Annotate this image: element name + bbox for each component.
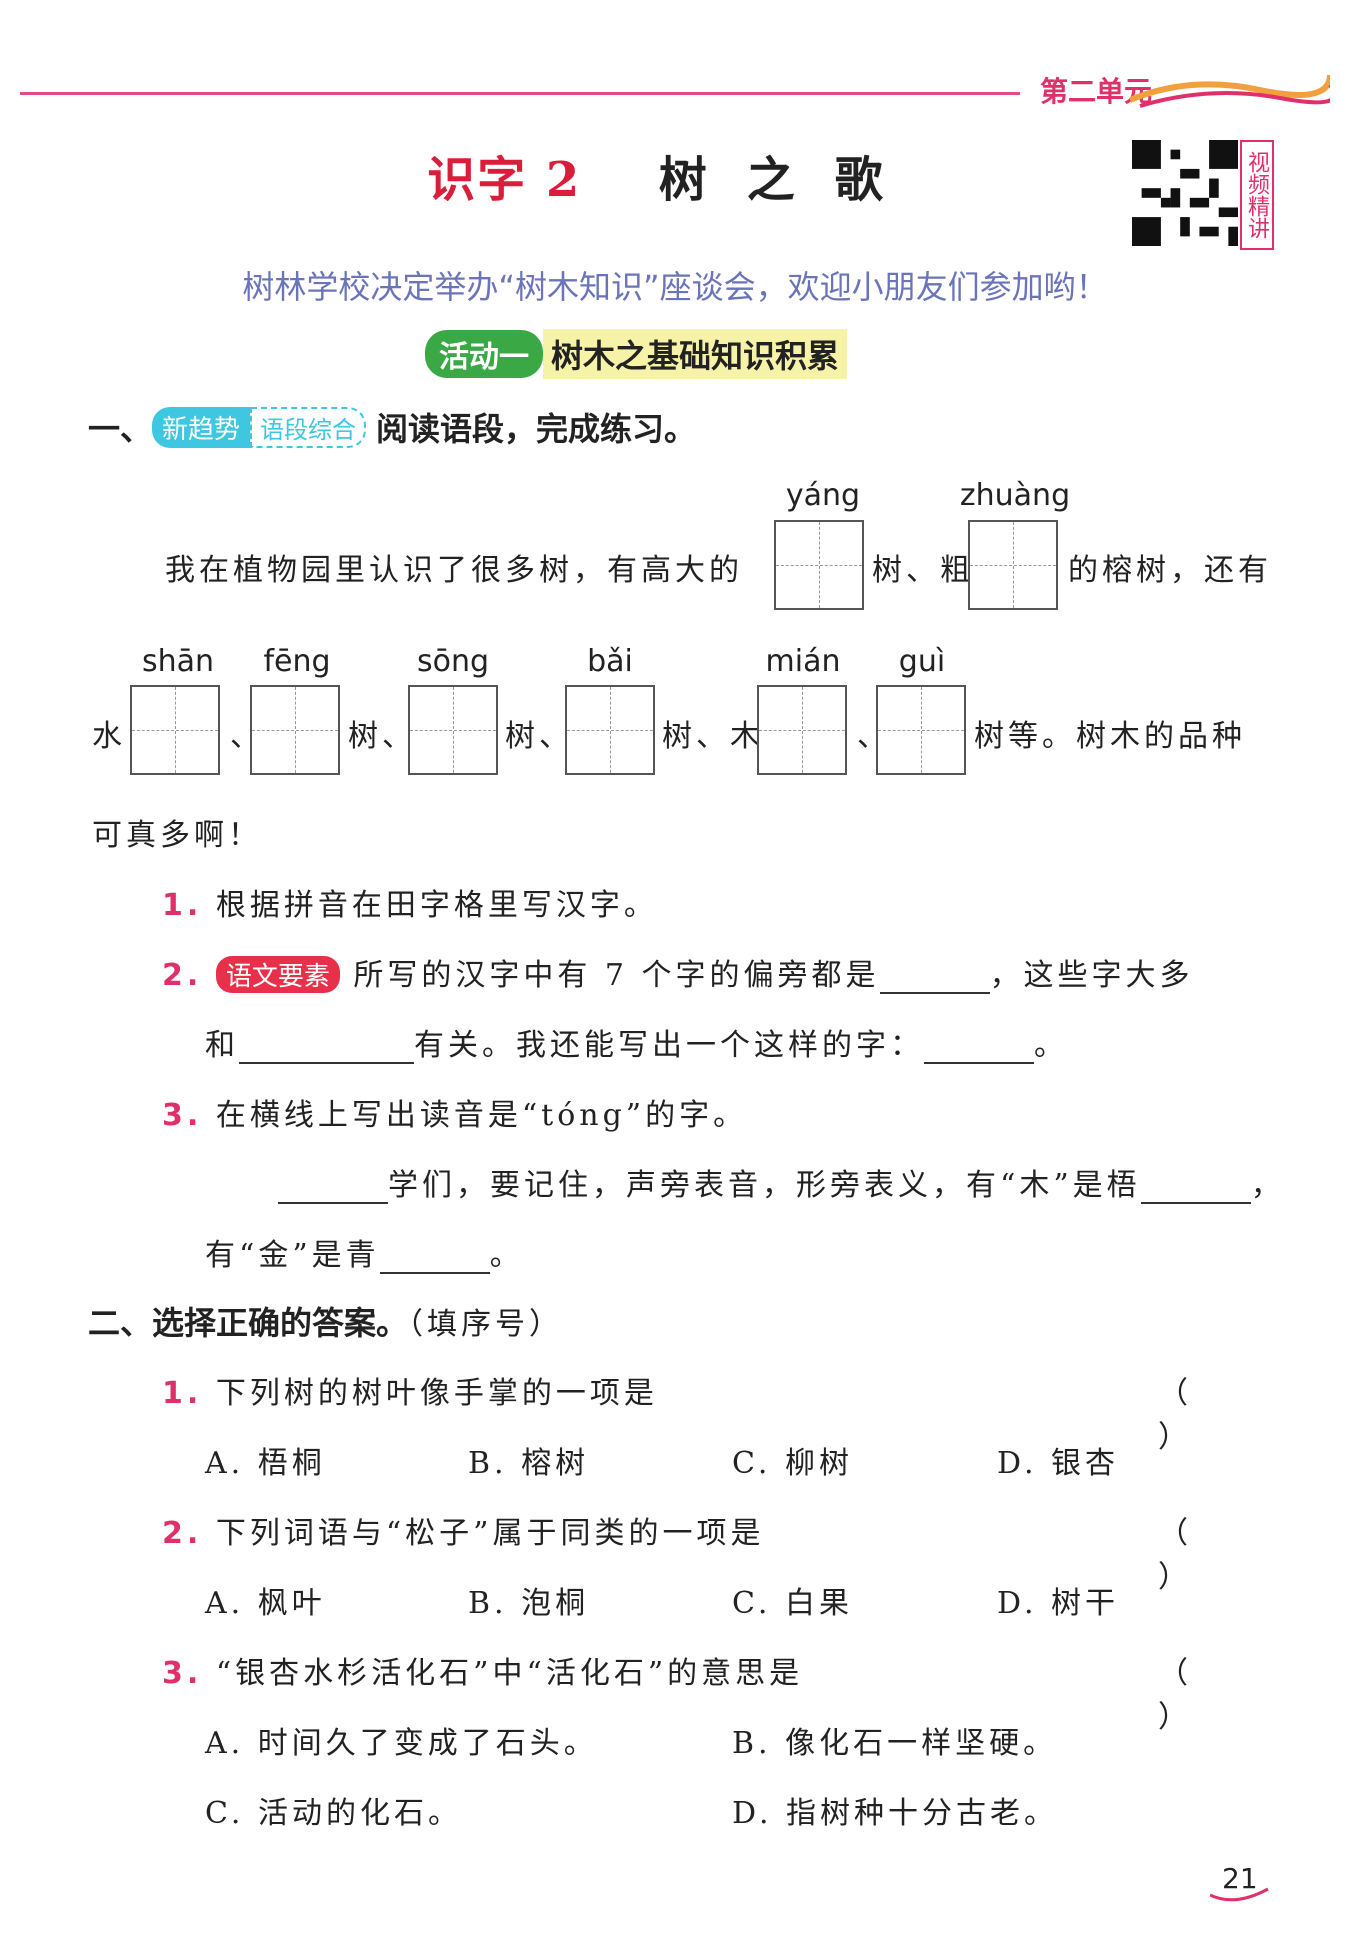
tian-box-bai[interactable]: [565, 685, 655, 775]
option-2-1-a: A. 梧桐: [205, 1446, 326, 1481]
intro-text: 树林学校决定举办“树木知识”座谈会，欢迎小朋友们参加哟！: [242, 268, 1108, 306]
question-2-1-text: 下列树的树叶像手掌的一项是: [215, 1376, 658, 1411]
pinyin-yang: yáng: [785, 478, 861, 513]
passage-line1-c: 的榕树，还有: [1068, 553, 1272, 588]
section-2-title: 二、选择正确的答案。: [88, 1304, 409, 1342]
page-number: 21: [1222, 1862, 1258, 1895]
section-2-heading: 二、选择正确的答案。（填序号）: [88, 1298, 563, 1344]
passage-line1-a: 我在植物园里认识了很多树，有高大的: [165, 553, 743, 588]
question-2-3: 3. “银杏水杉活化石”中“活化石”的意思是: [162, 1648, 803, 1692]
answer-blank-example[interactable]: [924, 1032, 1034, 1064]
option-2-1-b: B. 榕树: [468, 1446, 590, 1481]
question-2-1: 1. 下列树的树叶像手掌的一项是: [162, 1368, 658, 1412]
option-2-3-d: D. 指树种十分古老。: [732, 1796, 1059, 1831]
pinyin-feng: fēng: [263, 644, 331, 679]
question-1-2-text-a: 所写的汉字中有 7 个字的偏旁都是: [353, 958, 880, 993]
header-line: [20, 92, 1020, 95]
question-1-2-text-e: 。: [1034, 1028, 1068, 1063]
question-1-2: 2. 语文要素 所写的汉字中有 7 个字的偏旁都是 ，这些字大多: [162, 950, 1194, 994]
question-1-3-line3: 有“金”是青 。: [205, 1230, 524, 1274]
tian-box-yang[interactable]: [774, 520, 864, 610]
question-2-1-num: 1.: [162, 1376, 203, 1411]
passage-line2-e: 树、木: [662, 719, 764, 754]
question-1-2-num: 2.: [162, 958, 203, 993]
question-2-3-text: “银杏水杉活化石”中“活化石”的意思是: [215, 1656, 804, 1691]
answer-blank-radical[interactable]: [879, 962, 990, 994]
answer-paren-2-1[interactable]: （ ）: [1158, 1376, 1248, 1455]
question-1-1-text: 根据拼音在田字格里写汉字。: [215, 888, 658, 923]
title-main: 树之歌: [658, 152, 923, 208]
question-1-3-line2: 学们，要记住，声旁表音，形旁表义，有“木”是梧 ，: [278, 1160, 1285, 1204]
pinyin-song: sōng: [416, 644, 490, 679]
passage-line2-c: 树、: [348, 719, 416, 754]
passage-line3: 可真多啊！: [92, 818, 262, 853]
question-1-1-num: 1.: [162, 888, 203, 923]
page-number-swoosh: [1210, 1887, 1269, 1902]
option-2-2-c: C. 白果: [732, 1586, 853, 1621]
section-1-title: 阅读语段，完成练习。: [376, 410, 697, 448]
pinyin-zhuang: zhuàng: [959, 478, 1071, 513]
chinese-element-tag: 语文要素: [215, 956, 340, 993]
option-2-1-d: D. 银杏: [997, 1446, 1120, 1481]
section-1-heading: 一、 新趋势 语段综合 阅读语段，完成练习。: [88, 404, 696, 450]
question-1-2-text-d: 有关。我还能写出一个这样的字：: [414, 1028, 924, 1063]
passage-line2-g: 树等。树木的品种: [974, 719, 1246, 754]
activity-banner: 活动一 树木之基础知识积累: [425, 329, 848, 379]
tian-box-gui[interactable]: [876, 685, 966, 775]
decorative-swoosh: [1130, 74, 1330, 108]
tian-box-feng[interactable]: [250, 685, 340, 775]
unit-label: 第二单元: [1040, 75, 1153, 108]
option-2-1-c: C. 柳树: [732, 1446, 853, 1481]
passage-line2-d: 树、: [505, 719, 573, 754]
section-2-note: （填序号）: [408, 1307, 564, 1342]
question-1-3-text-c: 有“金”是青: [205, 1238, 380, 1273]
question-1-3-num: 3.: [162, 1098, 203, 1133]
question-1-3-text-d: 。: [489, 1238, 524, 1273]
question-1-3: 3. 在横线上写出读音是“tóng”的字。: [162, 1090, 747, 1134]
pinyin-shan: shān: [141, 644, 215, 679]
question-1-2-text-b: ，这些字大多: [989, 958, 1194, 993]
tian-box-shan[interactable]: [130, 685, 220, 775]
question-1-2-text-c: 和: [205, 1028, 239, 1063]
option-2-2-b: B. 泡桐: [468, 1586, 590, 1621]
qr-code-icon[interactable]: [1130, 140, 1240, 246]
pinyin-bai: bǎi: [587, 644, 633, 679]
tian-box-mian[interactable]: [757, 685, 847, 775]
pinyin-mian: mián: [765, 644, 841, 679]
trend-tag: 新趋势: [152, 406, 251, 448]
question-1-3-text: 在横线上写出读音是“tóng”的字。: [215, 1098, 748, 1133]
pinyin-gui: guì: [898, 644, 946, 679]
option-2-3-a: A. 时间久了变成了石头。: [205, 1726, 598, 1761]
passage-line2-a: 水: [92, 719, 126, 754]
title-prefix: 识字 2: [427, 152, 582, 208]
activity-badge: 活动一: [425, 330, 543, 378]
tian-box-zhuang[interactable]: [968, 520, 1058, 610]
question-1-1: 1. 根据拼音在田字格里写汉字。: [162, 880, 658, 924]
paragraph-tag: 语段综合: [250, 406, 367, 448]
passage-line1-b: 树、粗: [872, 553, 974, 588]
question-2-2: 2. 下列词语与“松子”属于同类的一项是: [162, 1508, 765, 1552]
answer-blank-tong-2[interactable]: [1140, 1172, 1251, 1204]
question-1-3-text-a: 学们，要记住，声旁表音，形旁表义，有“木”是梧: [388, 1168, 1141, 1203]
section-1-index: 一、: [88, 410, 153, 448]
option-2-2-a: A. 枫叶: [205, 1586, 326, 1621]
question-2-2-num: 2.: [162, 1516, 203, 1551]
option-2-3-b: B. 像化石一样坚硬。: [732, 1726, 1058, 1761]
answer-paren-2-2[interactable]: （ ）: [1158, 1516, 1248, 1595]
question-1-2-line2: 和 有关。我还能写出一个这样的字： 。: [205, 1020, 1068, 1064]
tian-box-song[interactable]: [408, 685, 498, 775]
option-2-3-c: C. 活动的化石。: [205, 1796, 462, 1831]
activity-title: 树木之基础知识积累: [543, 329, 848, 379]
question-2-3-num: 3.: [162, 1656, 203, 1691]
question-2-2-text: 下列词语与“松子”属于同类的一项是: [215, 1516, 765, 1551]
qr-video-label: 视频精讲: [1240, 140, 1274, 250]
option-2-2-d: D. 树干: [997, 1586, 1120, 1621]
page-title: 识字 2 树之歌: [0, 140, 1350, 210]
answer-blank-tong-1[interactable]: [278, 1172, 388, 1204]
answer-blank-tong-3[interactable]: [379, 1242, 490, 1274]
question-1-3-text-b: ，: [1250, 1168, 1285, 1203]
answer-paren-2-3[interactable]: （ ）: [1158, 1656, 1248, 1735]
answer-blank-related[interactable]: [239, 1032, 414, 1064]
